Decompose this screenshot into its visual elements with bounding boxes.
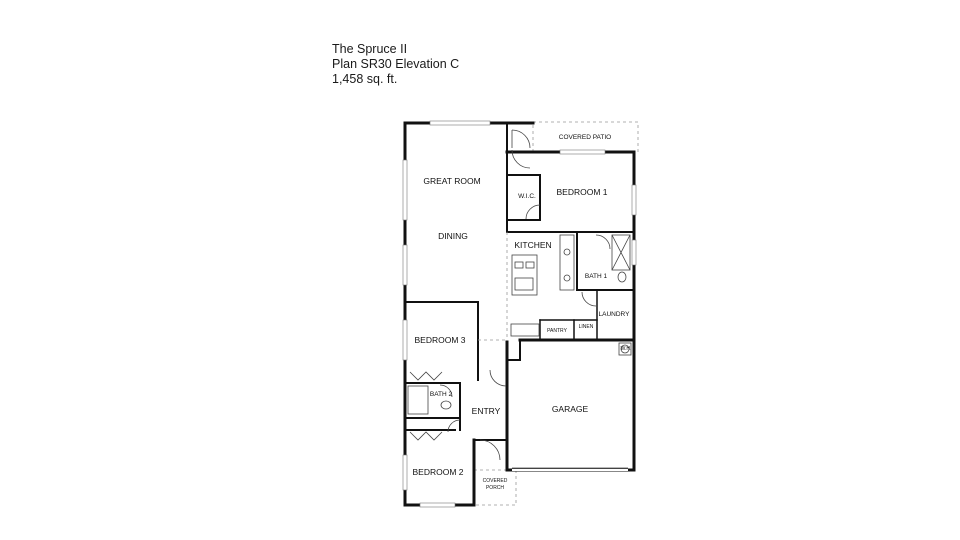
door-swings <box>439 129 611 461</box>
label-entry: ENTRY <box>472 406 501 416</box>
label-bedroom-3: BEDROOM 3 <box>414 335 465 345</box>
label-garage: GARAGE <box>552 404 589 414</box>
label-great-room: GREAT ROOM <box>423 176 480 186</box>
windows <box>402 120 637 508</box>
label-pantry: PANTRY <box>547 328 567 334</box>
label-linen: LINEN <box>579 324 594 330</box>
label-water-heater: W.H. <box>621 346 632 352</box>
label-kitchen: KITCHEN <box>514 240 551 250</box>
label-laundry: LAUNDRY <box>599 311 631 318</box>
plan-area: 1,458 sq. ft. <box>332 72 398 86</box>
label-bath-2: BATH 2 <box>430 391 453 398</box>
label-covered-porch-1: COVERED <box>483 478 508 484</box>
garage-door <box>512 467 628 471</box>
kitchen-fixtures <box>510 234 575 337</box>
label-bath-1: BATH 1 <box>585 273 608 280</box>
covered-porch-outline <box>473 469 517 506</box>
label-covered-porch-2: PORCH <box>486 485 504 491</box>
bath-fixtures <box>407 234 632 415</box>
plan-name: The Spruce II <box>332 42 408 56</box>
plan-header: The Spruce II Plan SR30 Elevation C 1,45… <box>332 42 459 87</box>
interior-walls <box>404 122 636 441</box>
plan-elevation: Plan SR30 Elevation C <box>332 57 460 71</box>
open-plan-boundaries <box>478 232 508 341</box>
label-dining: DINING <box>438 231 468 241</box>
label-bedroom-2: BEDROOM 2 <box>412 467 463 477</box>
closet-doors <box>409 371 443 441</box>
label-wic: W.I.C. <box>518 193 536 200</box>
label-covered-patio: COVERED PATIO <box>559 134 612 141</box>
label-bedroom-1: BEDROOM 1 <box>556 187 607 197</box>
